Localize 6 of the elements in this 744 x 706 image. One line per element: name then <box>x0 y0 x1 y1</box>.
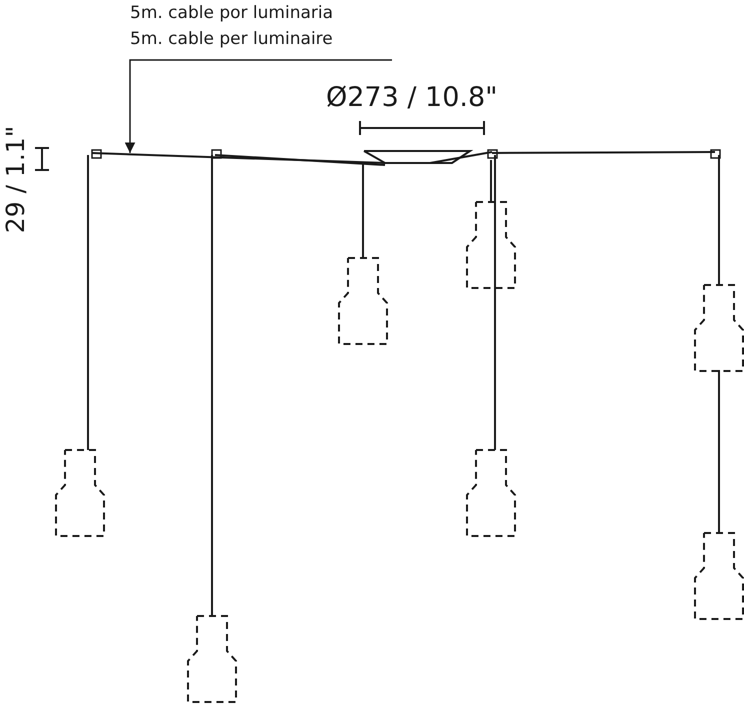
note-text: 5m. cable por luminaria <box>130 2 334 25</box>
dimension-label: Ø273 / 10.8" <box>326 82 498 113</box>
note-text: 5m. cable per luminaire <box>130 28 334 51</box>
leader-line <box>124 59 392 153</box>
pendant-lamp-drawing <box>55 149 744 703</box>
dimension-label: 29 / 1.1" <box>1 126 30 234</box>
